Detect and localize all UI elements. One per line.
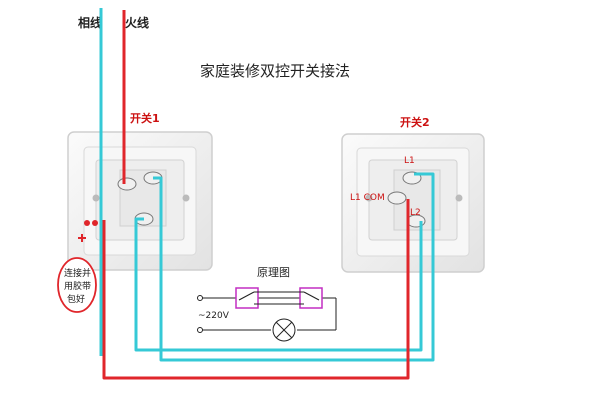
switch1-label: 开关1 (130, 111, 160, 125)
diagram-title: 家庭装修双控开关接法 (200, 62, 350, 80)
return-wire (102, 199, 410, 380)
switch2-label: 开关2 (400, 115, 430, 129)
joint-marker (78, 220, 98, 242)
schematic-label: 原理图 (257, 266, 290, 279)
phase-wire-label: 相线 (78, 15, 102, 30)
live-wire-label: 火线 (125, 15, 149, 30)
schematic-circuit (200, 287, 337, 342)
switch2-terminal-com (387, 191, 407, 205)
note-line-3: 包好 (67, 293, 85, 305)
switch2-panel (341, 133, 485, 273)
note-line-1: 连接并 (64, 267, 91, 279)
schematic-switch2 (299, 287, 323, 309)
red-wires (102, 10, 410, 380)
terminal-l1-label: L1 (404, 156, 415, 166)
note-callout: 连接并 用胶带 包好 (57, 257, 97, 313)
cyan-wires (99, 8, 435, 362)
traveller-wire-l1 (153, 172, 435, 362)
schematic-switch1 (235, 287, 259, 309)
terminal-com-label: L1 COM (350, 193, 385, 203)
switch1-panel (67, 131, 213, 271)
terminal-l2-label: L2 (410, 208, 421, 218)
note-line-2: 用胶带 (64, 280, 91, 292)
traveller-wire-l2 (134, 217, 423, 352)
switch1-terminal-com (117, 177, 137, 191)
voltage-label: ~220V (198, 311, 230, 321)
